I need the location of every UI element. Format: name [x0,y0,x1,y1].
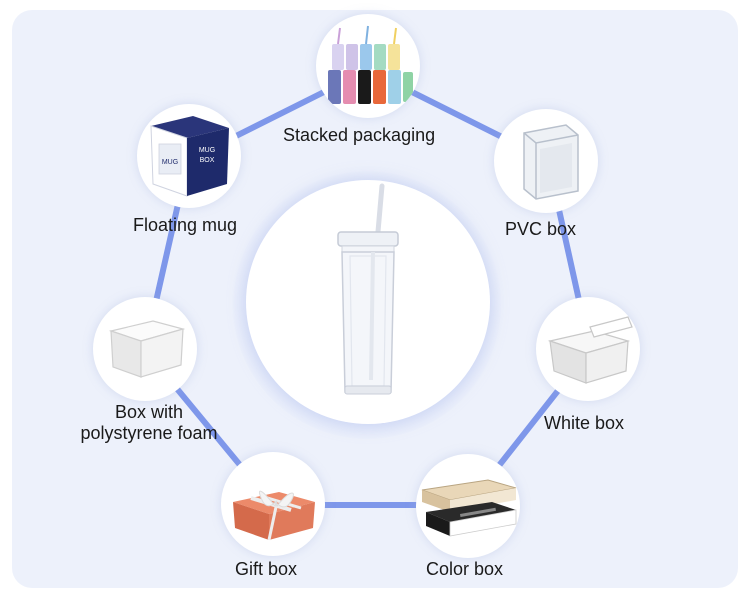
white-box-label: White box [544,413,625,433]
color-box-node [416,454,520,558]
svg-text:BOX: BOX [200,157,215,164]
foam-box-label-line2: polystyrene foam [80,423,218,443]
stacked-packaging-node [316,14,420,118]
color-box-label: Color box [426,559,504,579]
foam-box-label-line1: Box with [114,402,184,422]
stacked-packaging-label: Stacked packaging [283,125,436,145]
gift-box-label: Gift box [235,559,298,579]
gift-box-icon [233,490,315,541]
foam-box-label: Box with polystyrene foam [75,402,223,444]
box-with-foam-icon [108,320,186,378]
svg-text:MUG: MUG [162,159,178,166]
pvc-box-node [494,109,598,213]
center-product-circle [246,180,490,424]
white-box-icon [547,316,633,384]
floating-mug-node: MUG MUG BOX [137,104,241,208]
colored-tumblers-icon [328,25,413,104]
mug-box-icon: MUG MUG BOX [150,116,229,197]
color-box-icon [421,479,517,537]
white-box-node [536,297,640,401]
clear-tumbler-with-straw-icon [337,183,399,395]
svg-text:MUG: MUG [199,147,215,154]
pvc-box-label: PVC box [505,219,577,239]
floating-mug-label: Floating mug [133,215,238,235]
clear-pvc-box-icon [523,124,579,200]
foam-box-node [93,297,197,401]
gift-box-node [221,452,325,556]
